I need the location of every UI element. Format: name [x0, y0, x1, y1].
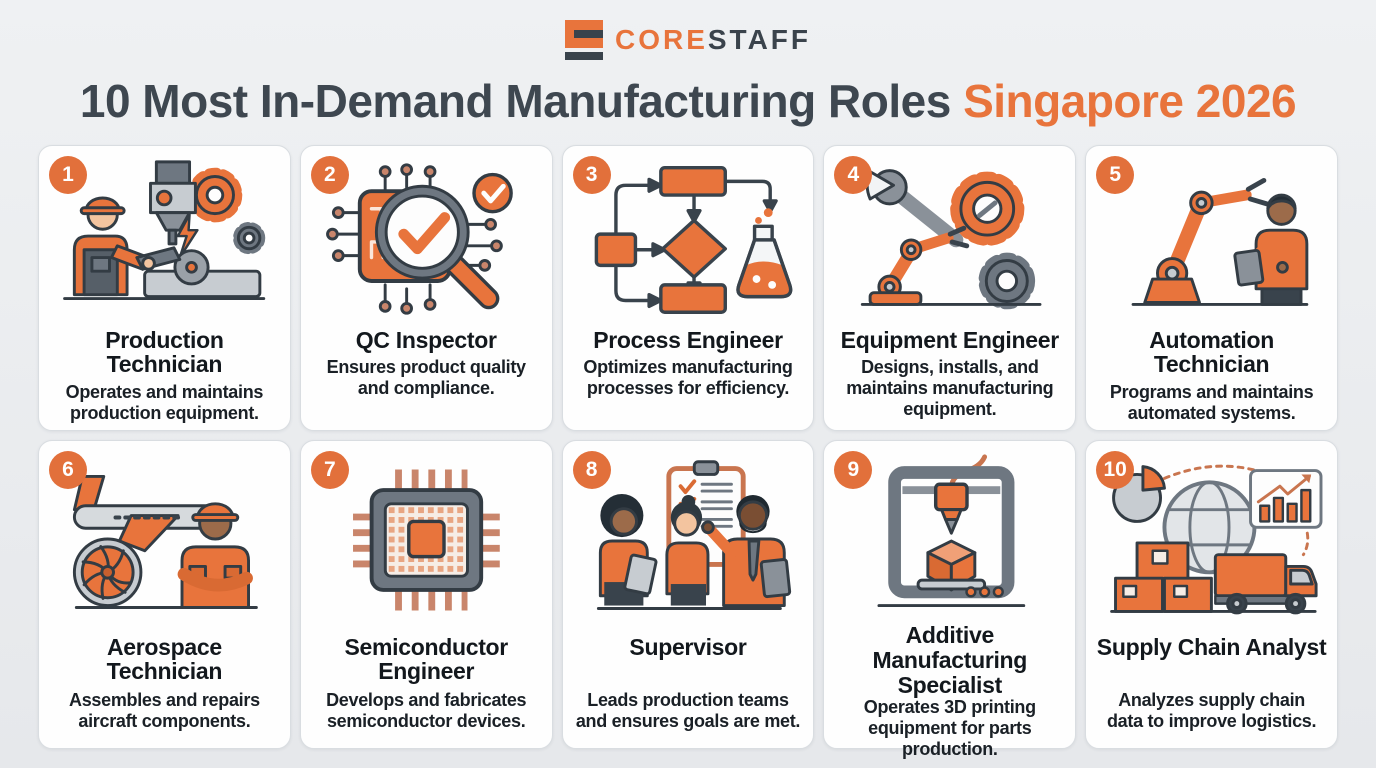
card-title: Semiconductor Engineer	[344, 633, 508, 685]
card-process-engineer: 3	[561, 144, 815, 431]
card-equipment-engineer: 4	[823, 144, 1077, 431]
team-checklist-illustration	[571, 451, 806, 629]
card-number-badge: 1	[49, 155, 87, 194]
card-number-badge: 3	[572, 155, 611, 194]
robot-arm-technician-tablet-illustration	[1094, 156, 1329, 322]
logo-text: CORESTAFF	[615, 24, 811, 56]
card-description: Assembles and repairs aircraft component…	[69, 690, 260, 731]
card-title: Production Technician	[105, 326, 224, 378]
page-title-highlight: Singapore 2026	[963, 75, 1297, 127]
corestaff-logo-icon	[564, 20, 603, 60]
card-number-badge: 7	[310, 450, 349, 489]
card-title: Equipment Engineer	[840, 326, 1060, 353]
card-number-badge: 9	[834, 450, 873, 489]
card-production-technician: 1	[38, 144, 291, 431]
globe-boxes-truck-charts-illustration	[1094, 451, 1329, 629]
card-number-badge: 5	[1096, 155, 1135, 194]
card-description: Operates 3D printing equipment for parts…	[863, 697, 1036, 759]
card-supervisor: 8	[561, 439, 815, 749]
wrench-gears-robot-arm-illustration	[832, 156, 1067, 322]
card-description: Ensures product quality and compliance.	[326, 357, 526, 399]
worker-at-machine-illustration	[47, 156, 282, 322]
card-description: Leads production teams and ensures goals…	[575, 690, 801, 731]
card-aerospace-technician: 6	[38, 439, 291, 749]
logo-staff-text: STAFF	[707, 24, 812, 55]
card-number-badge: 2	[310, 155, 349, 194]
card-automation-technician: 5	[1085, 144, 1338, 431]
card-description: Optimizes manufacturing processes for ef…	[583, 357, 793, 399]
page-title: 10 Most In-Demand Manufacturing Roles Si…	[0, 76, 1376, 127]
card-number-badge: 8	[572, 450, 611, 489]
flowchart-flask-illustration	[571, 156, 806, 322]
microchip-illustration	[309, 451, 544, 629]
3d-printer-cube-illustration	[832, 451, 1067, 617]
logo-core-text: CORE	[614, 24, 708, 55]
card-title: Automation Technician	[1149, 326, 1274, 378]
card-number-badge: 4	[834, 155, 873, 194]
airplane-jet-engine-worker-illustration	[47, 451, 282, 629]
header: CORESTAFF 10 Most In-Demand Manufacturin…	[0, 0, 1376, 127]
card-title: Additive Manufacturing Specialist	[872, 621, 1028, 698]
card-title: Aerospace Technician	[106, 633, 223, 685]
card-qc-inspector: 2	[299, 144, 553, 431]
card-semiconductor-engineer: 7	[299, 439, 553, 749]
page-title-main: 10 Most In-Demand Manufacturing Roles	[79, 75, 951, 127]
card-title: Supply Chain Analyst	[1096, 633, 1327, 660]
card-description: Programs and maintains automated systems…	[1109, 382, 1314, 423]
card-description: Analyzes supply chain data to improve lo…	[1106, 690, 1317, 731]
card-description: Designs, installs, and maintains manufac…	[846, 357, 1054, 419]
card-supply-chain-analyst: 10	[1085, 439, 1338, 749]
card-number-badge: 10	[1096, 450, 1135, 489]
card-title: QC Inspector	[355, 326, 497, 353]
card-additive-manufacturing-specialist: 9	[823, 439, 1077, 759]
card-number-badge: 6	[49, 450, 87, 489]
magnifier-checkmark-chip-illustration	[309, 156, 544, 322]
card-title: Supervisor	[629, 633, 747, 660]
card-title: Process Engineer	[593, 326, 783, 353]
corestaff-logo: CORESTAFF	[0, 0, 1376, 64]
card-description: Develops and fabricates semiconductor de…	[326, 690, 527, 731]
roles-grid: 1	[38, 144, 1338, 759]
card-description: Operates and maintains production equipm…	[65, 382, 264, 423]
